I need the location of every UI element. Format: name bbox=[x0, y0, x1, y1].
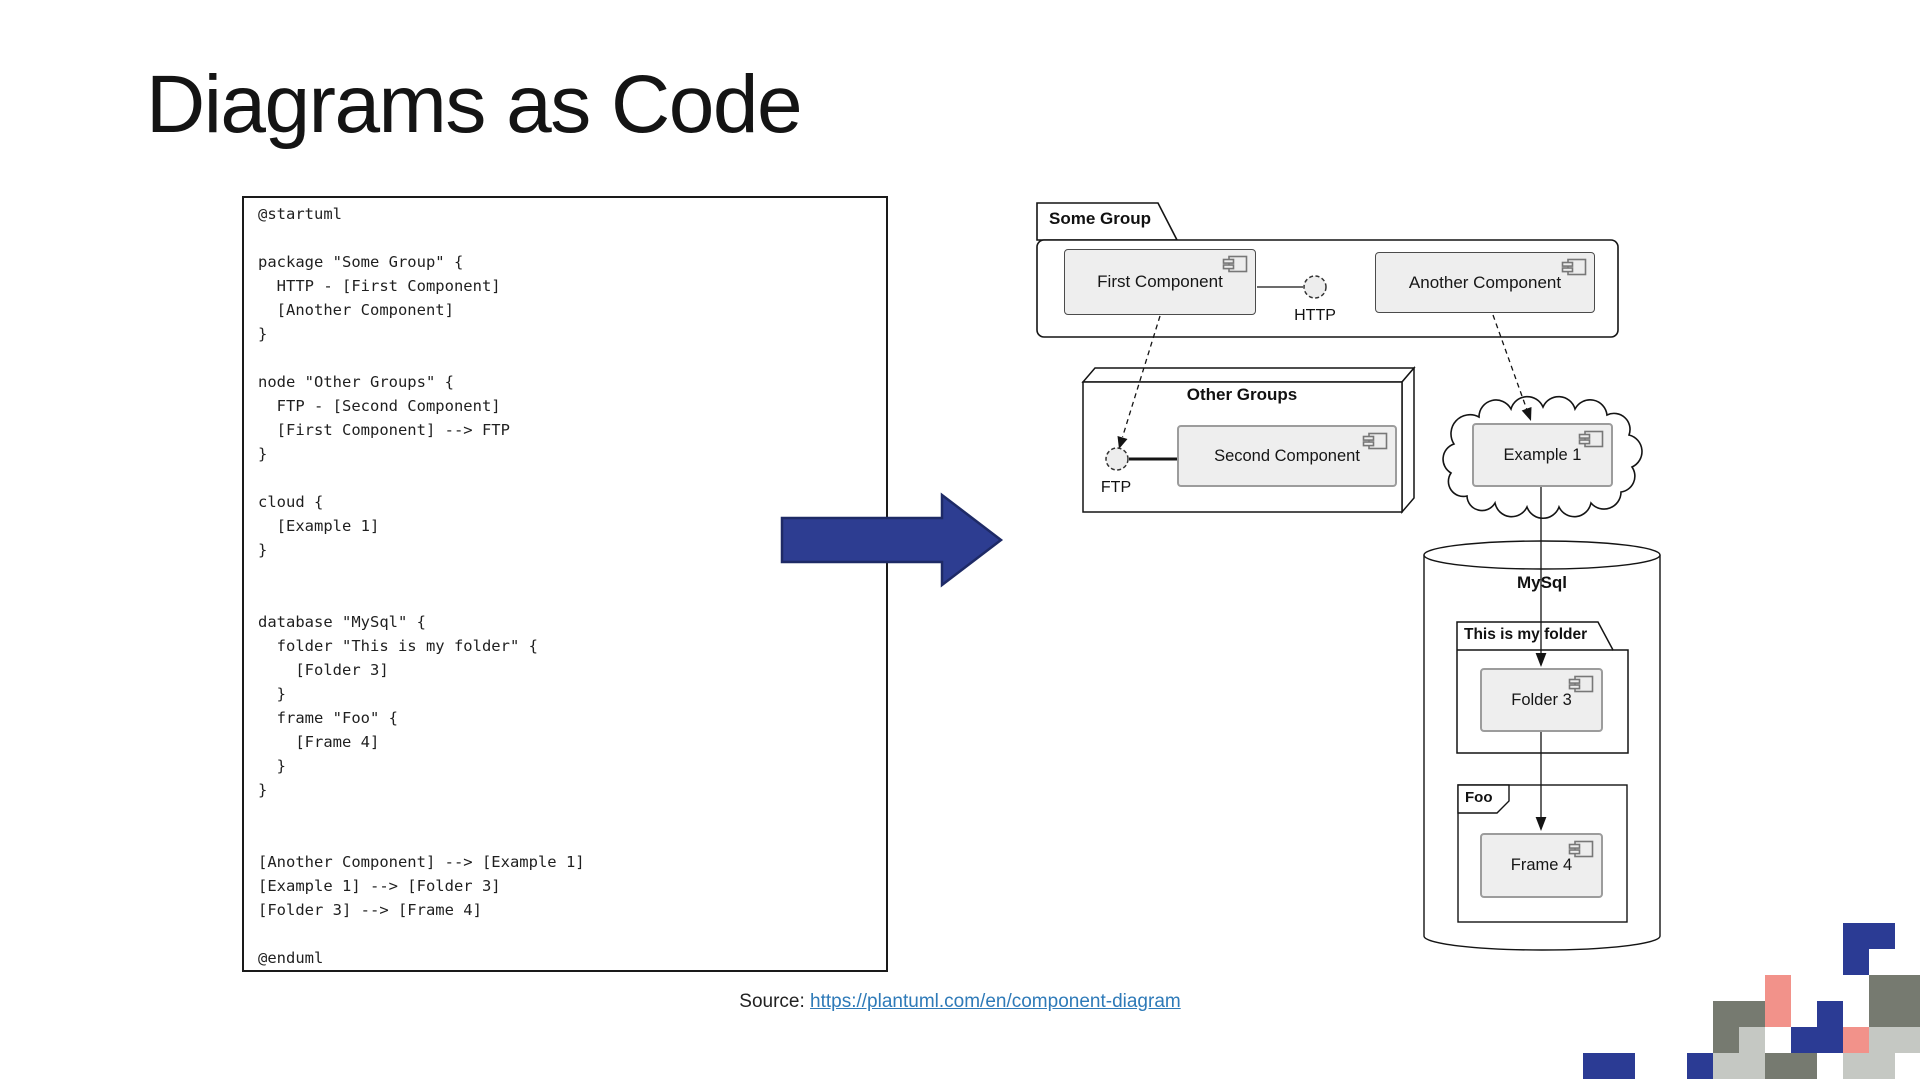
source-link[interactable]: https://plantuml.com/en/component-diagra… bbox=[810, 991, 1181, 1012]
pixel-cell bbox=[1791, 1027, 1817, 1053]
pixel-cell bbox=[1739, 1001, 1765, 1027]
pixel-cell bbox=[1817, 1027, 1843, 1053]
pixel-cell bbox=[1869, 1001, 1895, 1027]
plantuml-code: @startuml package "Some Group" { HTTP - … bbox=[258, 205, 585, 967]
pixel-cell bbox=[1739, 1027, 1765, 1053]
pixel-cell bbox=[1609, 1053, 1635, 1079]
ftp-interface-icon bbox=[1105, 447, 1129, 471]
pixel-cell bbox=[1765, 1053, 1791, 1079]
component-first: First Component bbox=[1064, 249, 1256, 315]
pixel-cell bbox=[1583, 1053, 1609, 1079]
component-label: Folder 3 bbox=[1511, 690, 1572, 709]
component-label: Another Component bbox=[1408, 272, 1562, 292]
component-label: Frame 4 bbox=[1510, 856, 1573, 874]
http-interface-icon bbox=[1303, 275, 1327, 299]
folder-label: This is my folder bbox=[1464, 626, 1588, 643]
component-icon bbox=[1568, 840, 1594, 858]
pixel-cell bbox=[1843, 1027, 1869, 1053]
source-line: Source: https://plantuml.com/en/componen… bbox=[0, 991, 1920, 1013]
database-label: MySql bbox=[1516, 573, 1568, 592]
pixel-cell bbox=[1895, 1027, 1920, 1053]
pixel-cell bbox=[1843, 1053, 1869, 1079]
component-example-1: Example 1 bbox=[1472, 423, 1613, 487]
http-label: HTTP bbox=[1294, 307, 1336, 324]
pixel-cell bbox=[1739, 1053, 1765, 1079]
component-label: Example 1 bbox=[1503, 445, 1582, 464]
component-folder-3: Folder 3 bbox=[1480, 668, 1603, 732]
frame-label: Foo bbox=[1465, 789, 1493, 806]
ftp-label: FTP bbox=[1100, 479, 1132, 496]
pixel-cell bbox=[1869, 923, 1895, 949]
pixel-cell bbox=[1713, 1027, 1739, 1053]
component-icon bbox=[1578, 430, 1604, 448]
pixel-cell bbox=[1895, 975, 1920, 1001]
arrowhead bbox=[1535, 653, 1547, 667]
arrowhead bbox=[1535, 817, 1547, 831]
arrowhead bbox=[1117, 436, 1128, 449]
package-label: Some Group bbox=[1049, 209, 1152, 228]
pixel-cell bbox=[1791, 1053, 1817, 1079]
component-icon bbox=[1561, 258, 1587, 276]
component-icon bbox=[1362, 432, 1388, 450]
blue-arrow bbox=[780, 492, 1004, 588]
arrow-first-to-ftp bbox=[1121, 315, 1161, 438]
code-panel bbox=[242, 196, 888, 972]
pixel-cell bbox=[1869, 1053, 1895, 1079]
component-icon bbox=[1568, 675, 1594, 693]
pixel-cell bbox=[1817, 1001, 1843, 1027]
pixel-cell bbox=[1843, 949, 1869, 975]
pixel-cell bbox=[1869, 1027, 1895, 1053]
component-icon bbox=[1222, 255, 1248, 273]
component-second: Second Component bbox=[1177, 425, 1397, 487]
pixel-cell bbox=[1765, 1001, 1791, 1027]
page-title: Diagrams as Code bbox=[146, 59, 803, 150]
pixel-cell bbox=[1869, 975, 1895, 1001]
source-prefix: Source: bbox=[739, 991, 811, 1012]
pixel-cell bbox=[1713, 1001, 1739, 1027]
pixel-cell bbox=[1843, 923, 1869, 949]
component-another: Another Component bbox=[1375, 252, 1595, 313]
component-frame-4: Frame 4 bbox=[1480, 833, 1603, 898]
pixel-cell bbox=[1713, 1053, 1739, 1079]
pixel-cell bbox=[1687, 1053, 1713, 1079]
arrow-another-to-example bbox=[1492, 314, 1528, 411]
component-label: First Component bbox=[1097, 272, 1223, 291]
node-label: Other Groups bbox=[1186, 385, 1298, 404]
arrowhead bbox=[1521, 407, 1532, 421]
component-label: Second Component bbox=[1214, 446, 1360, 465]
pixel-cell bbox=[1765, 975, 1791, 1001]
pixel-cell bbox=[1895, 1001, 1920, 1027]
